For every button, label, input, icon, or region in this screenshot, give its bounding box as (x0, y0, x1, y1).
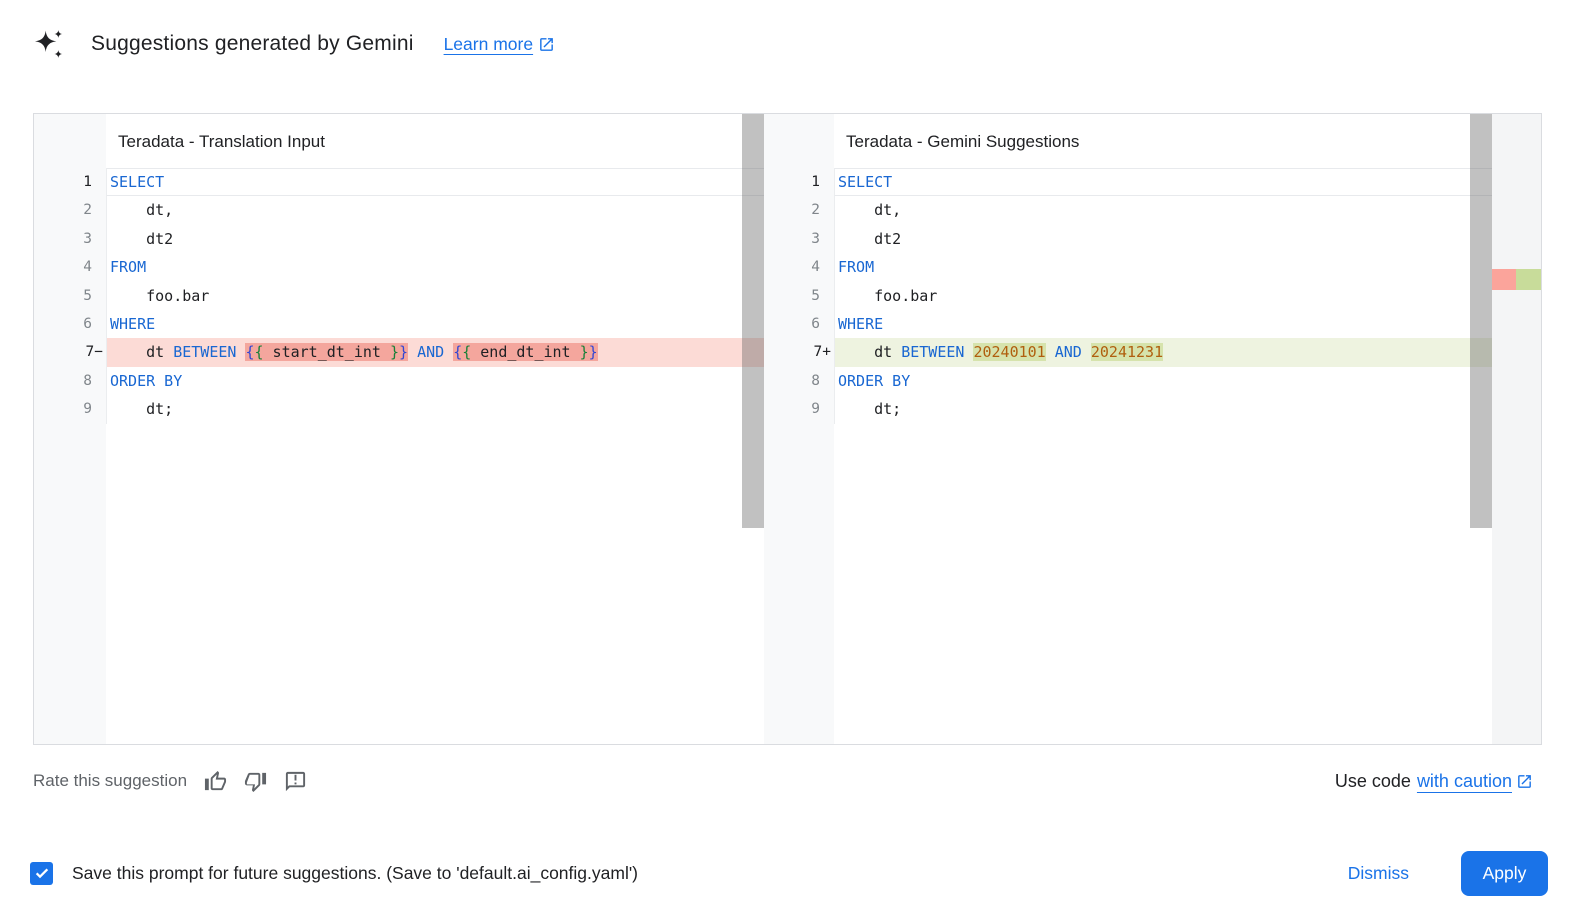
right-gutter (764, 114, 834, 744)
code-text: dt2 (834, 224, 1492, 254)
rate-label: Rate this suggestion (33, 771, 188, 790)
code-text: FROM (106, 253, 764, 282)
right-scrollbar-thumb[interactable] (1470, 114, 1492, 528)
code-line: 4 FROM (764, 253, 1492, 282)
code-line: 9 dt; (764, 395, 1492, 424)
code-text: SELECT (106, 168, 764, 197)
with-caution-link[interactable]: with caution (1416, 771, 1512, 791)
save-prompt-checkbox[interactable] (30, 861, 53, 885)
line-number: 8 (811, 372, 820, 389)
code-line: 5 foo.bar (34, 281, 764, 310)
code-line: 2 dt, (764, 196, 1492, 225)
dismiss-button[interactable]: Dismiss (1342, 862, 1415, 885)
rate-row: Rate this suggestion (33, 768, 307, 794)
code-line: 6 WHERE (764, 309, 1492, 339)
left-scrollbar-thumb[interactable] (742, 114, 764, 528)
line-number: 8 (83, 372, 92, 389)
bottom-bar: Save this prompt for future suggestions.… (0, 843, 1574, 903)
learn-more-link[interactable]: Learn more (444, 34, 556, 55)
code-text: SELECT (834, 168, 1492, 197)
line-number: 3 (811, 230, 820, 247)
code-text: WHERE (834, 309, 1492, 339)
thumb-up-button[interactable] (204, 768, 227, 794)
code-line: 7− dt BETWEEN {{ start_dt_int }} AND {{ … (34, 338, 764, 367)
gemini-sparkle-icon (35, 30, 63, 58)
code-text: dt, (834, 196, 1492, 225)
check-icon (35, 868, 48, 879)
code-text: dt BETWEEN 20240101 AND 20241231 (834, 338, 1492, 367)
line-number: 3 (83, 230, 92, 247)
line-number: 1 (811, 174, 820, 190)
code-line: 9 dt; (34, 395, 764, 424)
code-text: foo.bar (834, 281, 1492, 310)
left-editor-header: Teradata - Translation Input (34, 114, 764, 168)
feedback-icon (285, 771, 306, 791)
code-text: ORDER BY (834, 366, 1492, 396)
code-line: 6 WHERE (34, 309, 764, 339)
code-text: dt2 (106, 224, 764, 254)
line-number: 9 (83, 401, 92, 418)
open-in-new-icon (1518, 775, 1531, 788)
diff-marker-added (1516, 269, 1541, 290)
line-number: 7+ (813, 344, 831, 361)
code-line: 8 ORDER BY (764, 366, 1492, 396)
line-number: 5 (811, 287, 820, 304)
code-text: ORDER BY (106, 366, 764, 396)
line-number: 1 (83, 174, 92, 190)
code-text: dt; (834, 395, 1492, 424)
thumb-down-button[interactable] (244, 768, 267, 794)
line-number: 6 (811, 315, 820, 332)
header: Suggestions generated by Gemini Learn mo… (33, 28, 555, 60)
code-text: foo.bar (106, 281, 764, 310)
page-title: Suggestions generated by Gemini (91, 32, 414, 55)
code-text: FROM (834, 253, 1492, 282)
code-line: 1 SELECT (34, 168, 764, 197)
code-text: WHERE (106, 309, 764, 339)
line-number: 7− (85, 344, 103, 361)
open-in-new-icon (540, 37, 553, 51)
line-number: 2 (811, 202, 820, 219)
code-line: 7+ dt BETWEEN 20240101 AND 20241231 (764, 338, 1492, 367)
save-prompt-label: Save this prompt for future suggestions.… (72, 862, 638, 883)
code-line: 1 SELECT (764, 168, 1492, 197)
use-code-row: Use code with caution (1335, 771, 1533, 792)
diff-marker-removed (1492, 269, 1516, 290)
line-number: 5 (83, 287, 92, 304)
code-line: 2 dt, (34, 196, 764, 225)
code-line: 4 FROM (34, 253, 764, 282)
code-text: dt, (106, 196, 764, 225)
code-line: 5 foo.bar (764, 281, 1492, 310)
diff-overview-ruler[interactable] (1492, 114, 1541, 744)
right-editor-title: Teradata - Gemini Suggestions (846, 132, 1080, 151)
line-number: 4 (83, 259, 92, 276)
line-number: 6 (83, 315, 92, 332)
left-editor-title: Teradata - Translation Input (118, 132, 325, 151)
apply-button[interactable]: Apply (1461, 850, 1548, 896)
thumb-down-icon (245, 772, 267, 792)
right-editor-header: Teradata - Gemini Suggestions (764, 114, 1541, 168)
line-number: 4 (811, 259, 820, 276)
line-number: 9 (811, 401, 820, 418)
thumb-up-icon (205, 770, 227, 790)
code-line: 3 dt2 (34, 224, 764, 254)
feedback-button[interactable] (284, 768, 307, 794)
code-text: dt BETWEEN {{ start_dt_int }} AND {{ end… (106, 338, 764, 367)
use-code-text: Use code (1334, 771, 1411, 791)
left-gutter (34, 114, 106, 744)
code-line: 3 dt2 (764, 224, 1492, 254)
code-text: dt; (106, 395, 764, 424)
line-number: 2 (83, 202, 92, 219)
code-line: 8 ORDER BY (34, 366, 764, 396)
